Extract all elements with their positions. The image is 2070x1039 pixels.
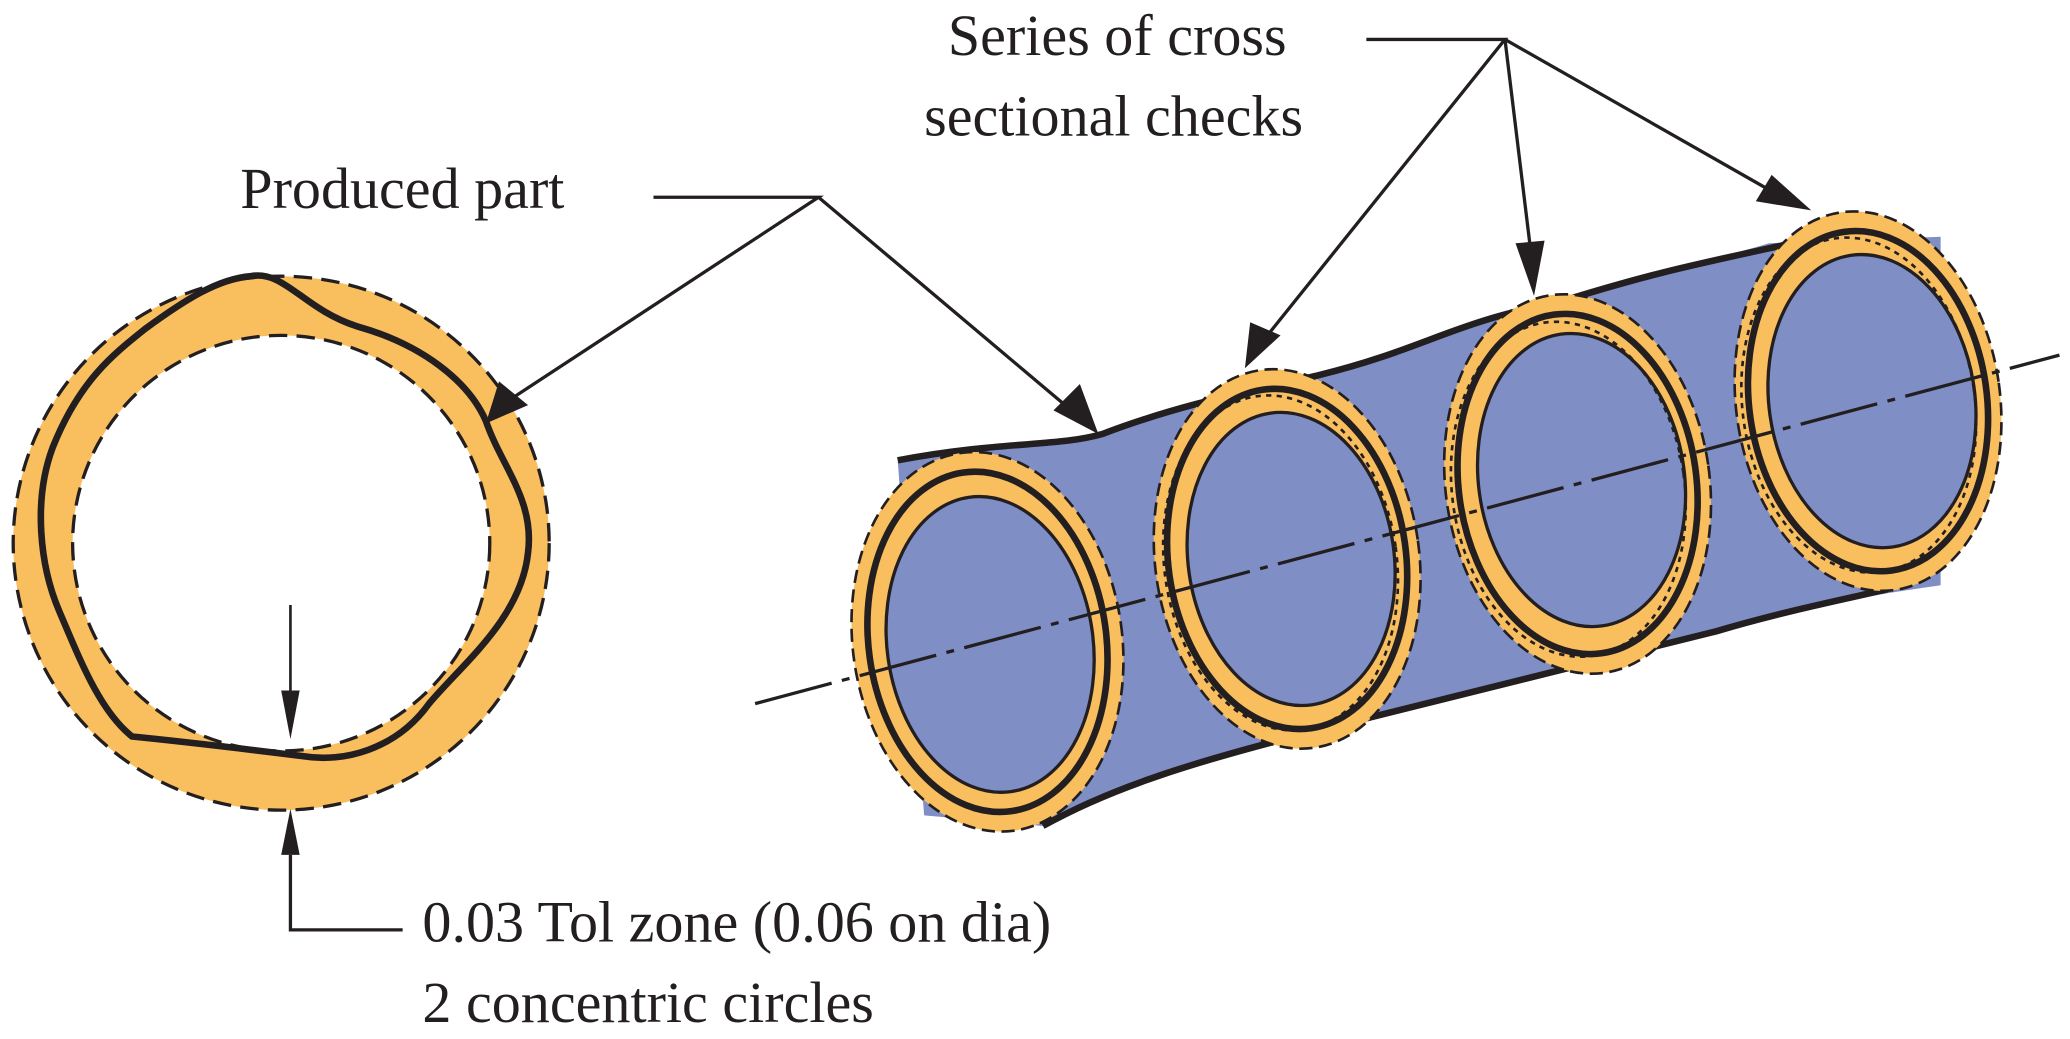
arrow-head-icon <box>1515 240 1545 296</box>
arrow-head-icon <box>281 690 300 740</box>
label-produced-part: Produced part <box>240 156 564 221</box>
cross-section-view <box>11 272 551 932</box>
leader-lines <box>500 37 1784 416</box>
label-series-line1: Series of cross <box>948 3 1287 68</box>
produced-part-profile <box>37 272 533 762</box>
label-concentric: 2 concentric circles <box>422 970 873 1035</box>
label-tol-zone: 0.03 Tol zone (0.06 on dia) <box>422 890 1051 955</box>
arrow-head-icon <box>1053 384 1099 435</box>
cylinder-view <box>754 210 2060 833</box>
arrow-head-icon <box>1244 322 1281 369</box>
arrow-head-icon <box>281 808 300 855</box>
inner-tolerance-circle <box>70 333 492 753</box>
label-series-line2: sectional checks <box>924 84 1303 149</box>
arrow-head-icon <box>1755 174 1812 211</box>
section-ring-4 <box>1733 210 2003 593</box>
arrow-heads <box>485 174 1812 435</box>
section-ring-1 <box>850 450 1125 833</box>
center-axis <box>754 353 2060 706</box>
arrow-head-icon <box>485 381 529 424</box>
